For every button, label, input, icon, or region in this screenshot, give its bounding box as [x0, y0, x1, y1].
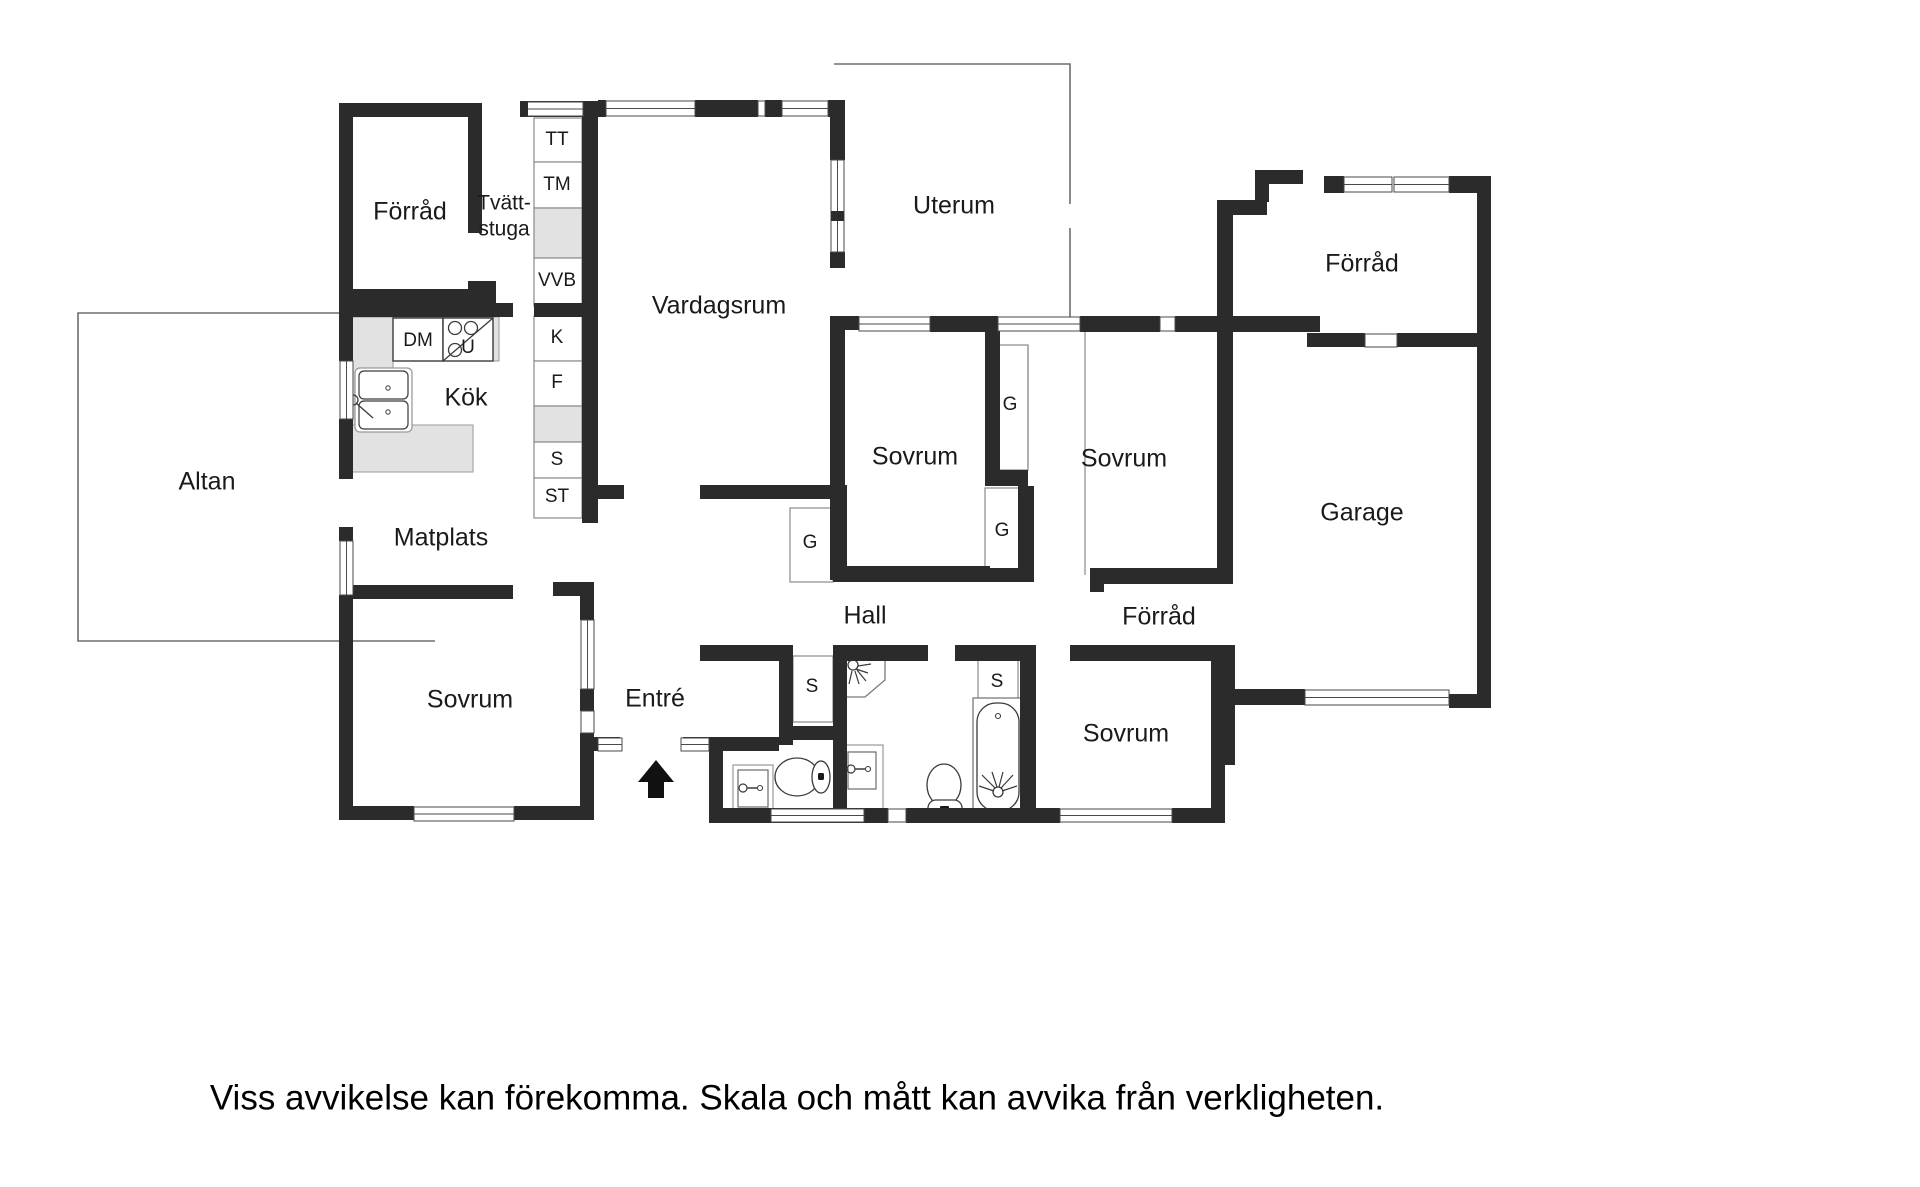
room-label-forrad-c: Förråd: [1122, 603, 1196, 631]
closet-label-st: ST: [545, 486, 570, 507]
room-label-hall: Hall: [843, 602, 886, 630]
room-label-forrad-nw: Förråd: [373, 198, 447, 226]
closet-labels: TT TM VVB K F S ST G G G S S: [538, 129, 1017, 697]
room-label-altan: Altan: [179, 468, 236, 496]
appliance-label-dm: DM: [403, 330, 433, 351]
closet-label-tm: TM: [543, 174, 570, 195]
kitchen-counters: [347, 316, 500, 473]
room-label-garage: Garage: [1320, 499, 1403, 527]
appliance-labels: DM U: [403, 330, 475, 358]
room-label-forrad-ne: Förråd: [1325, 250, 1399, 278]
entrance-arrow-icon: [638, 760, 674, 798]
closet-label-tt: TT: [545, 129, 569, 150]
room-label-uterum: Uterum: [913, 192, 995, 220]
room-label-matplats: Matplats: [394, 524, 488, 552]
room-label-sovrum-sw: Sovrum: [427, 686, 513, 714]
closet-label-g2: G: [1003, 394, 1018, 415]
bathroom-fixtures: [732, 654, 1024, 819]
closet-label-s2: S: [991, 671, 1004, 692]
closet-label-k: K: [551, 327, 564, 348]
disclaimer-caption: Viss avvikelse kan förekomma. Skala och …: [210, 1078, 1384, 1117]
altan-outline: [77, 312, 435, 642]
closet-label-f: F: [551, 372, 563, 393]
room-labels: Altan Förråd Tvätt- stuga Kök Matplats S…: [179, 192, 1404, 748]
room-label-tvattstuga-line2: stuga: [478, 218, 530, 241]
closet-label-vvb: VVB: [538, 270, 576, 291]
appliance-label-u: U: [461, 337, 475, 358]
closet-label-s: S: [551, 449, 564, 470]
closet-label-g3: G: [995, 520, 1010, 541]
room-label-sovrum-c2: Sovrum: [1081, 445, 1167, 473]
room-label-sovrum-c1: Sovrum: [872, 443, 958, 471]
uterum-outline: [834, 63, 1071, 330]
room-label-entre: Entré: [625, 685, 685, 713]
room-label-kok: Kök: [444, 384, 488, 412]
closet-label-g1: G: [803, 532, 818, 553]
walls: [339, 100, 1491, 823]
closet-label-s1: S: [806, 676, 819, 697]
windows: [339, 100, 1450, 823]
room-label-vardagsrum: Vardagsrum: [652, 292, 786, 320]
room-label-tvattstuga-line1: Tvätt-: [477, 192, 531, 215]
room-label-sovrum-se: Sovrum: [1083, 720, 1169, 748]
